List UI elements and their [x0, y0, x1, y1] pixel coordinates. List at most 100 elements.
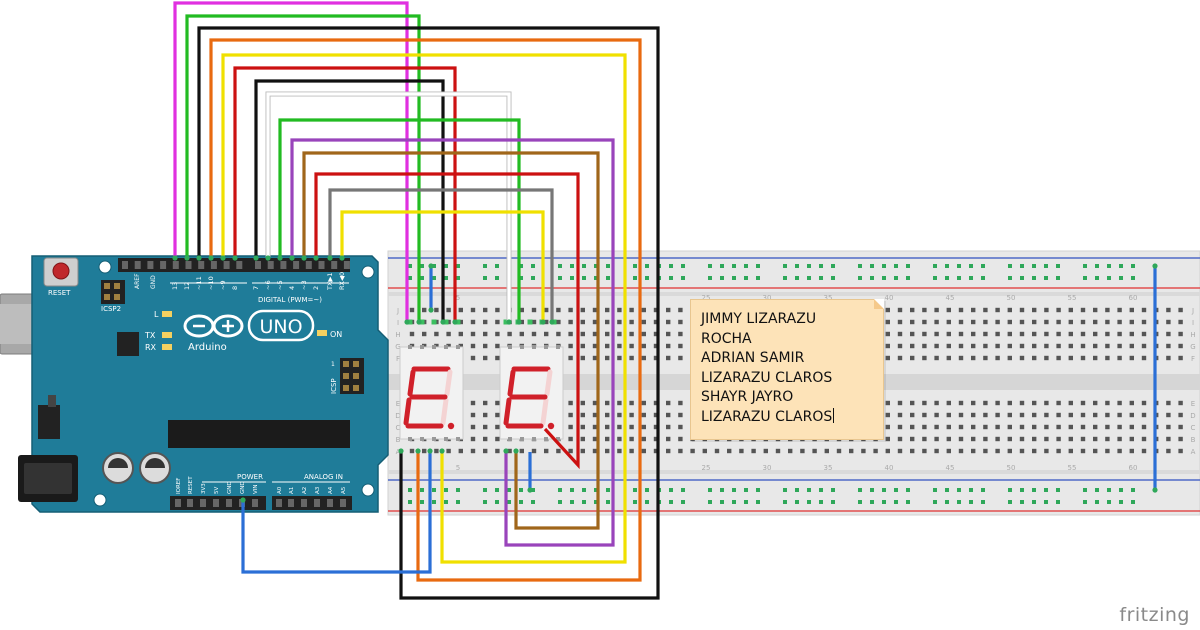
breadboard-hole[interactable]: [458, 319, 463, 325]
breadboard-hole[interactable]: [605, 307, 610, 313]
breadboard-hole[interactable]: [605, 448, 610, 454]
wire[interactable]: [185, 14, 421, 322]
breadboard-hole[interactable]: [1166, 319, 1171, 325]
breadboard-hole[interactable]: [592, 424, 598, 430]
breadboard-hole[interactable]: [568, 343, 573, 349]
rail-hole[interactable]: [720, 500, 724, 504]
rail-hole[interactable]: [831, 500, 835, 504]
breadboard-hole[interactable]: [629, 331, 634, 337]
breadboard-hole[interactable]: [470, 307, 476, 313]
rail-hole[interactable]: [669, 264, 673, 268]
breadboard-hole[interactable]: [422, 448, 427, 454]
breadboard-hole[interactable]: [1166, 424, 1171, 430]
breadboard-hole[interactable]: [922, 319, 927, 325]
breadboard-hole[interactable]: [495, 331, 500, 337]
breadboard-hole[interactable]: [1007, 343, 1012, 349]
wire-end[interactable]: [313, 255, 319, 261]
breadboard-hole[interactable]: [1178, 448, 1183, 454]
header-pin[interactable]: [305, 261, 312, 269]
breadboard-hole[interactable]: [446, 307, 451, 313]
breadboard-hole[interactable]: [1068, 412, 1073, 418]
breadboard-hole[interactable]: [1105, 436, 1110, 442]
breadboard-hole[interactable]: [678, 448, 683, 454]
breadboard-hole[interactable]: [568, 448, 573, 454]
breadboard-hole[interactable]: [897, 331, 903, 337]
breadboard-hole[interactable]: [995, 343, 1000, 349]
rail-hole[interactable]: [582, 264, 586, 268]
breadboard-hole[interactable]: [409, 448, 415, 454]
rail-hole[interactable]: [1044, 276, 1048, 280]
breadboard-hole[interactable]: [1056, 436, 1061, 442]
breadboard-hole[interactable]: [727, 448, 732, 454]
header-pin[interactable]: [280, 261, 287, 269]
breadboard-hole[interactable]: [1178, 424, 1183, 430]
breadboard-hole[interactable]: [946, 448, 951, 454]
breadboard-hole[interactable]: [1117, 343, 1122, 349]
breadboard-hole[interactable]: [714, 448, 720, 454]
rail-hole[interactable]: [756, 276, 760, 280]
breadboard-hole[interactable]: [580, 412, 585, 418]
breadboard-hole[interactable]: [422, 307, 427, 313]
rail-hole[interactable]: [1056, 276, 1060, 280]
breadboard-hole[interactable]: [531, 319, 537, 325]
breadboard-hole[interactable]: [470, 319, 476, 325]
header-pin[interactable]: [318, 261, 325, 269]
breadboard-hole[interactable]: [666, 319, 671, 325]
breadboard-hole[interactable]: [568, 436, 573, 442]
breadboard-hole[interactable]: [1117, 400, 1122, 406]
wire-end[interactable]: [240, 497, 246, 503]
breadboard-hole[interactable]: [958, 424, 964, 430]
breadboard-hole[interactable]: [1178, 355, 1183, 361]
wire[interactable]: [254, 79, 445, 322]
breadboard-hole[interactable]: [910, 448, 915, 454]
rail-hole[interactable]: [420, 276, 424, 280]
breadboard-hole[interactable]: [666, 307, 671, 313]
wire-end[interactable]: [549, 319, 555, 325]
power-pin[interactable]: [252, 499, 258, 507]
wire[interactable]: [241, 451, 432, 574]
rail-hole[interactable]: [1119, 500, 1123, 504]
breadboard-hole[interactable]: [1129, 319, 1134, 325]
breadboard-hole[interactable]: [1117, 331, 1122, 337]
wire-end[interactable]: [265, 255, 271, 261]
breadboard-hole[interactable]: [1105, 412, 1110, 418]
breadboard-hole[interactable]: [958, 355, 964, 361]
breadboard-hole[interactable]: [934, 424, 939, 430]
breadboard-hole[interactable]: [580, 400, 585, 406]
breadboard-hole[interactable]: [1068, 355, 1073, 361]
rail-hole[interactable]: [495, 488, 499, 492]
breadboard-hole[interactable]: [470, 436, 476, 442]
breadboard-hole[interactable]: [788, 448, 793, 454]
breadboard-hole[interactable]: [483, 331, 488, 337]
breadboard-hole[interactable]: [653, 343, 659, 349]
breadboard-hole[interactable]: [1105, 355, 1110, 361]
wire-end[interactable]: [327, 255, 333, 261]
breadboard-hole[interactable]: [1166, 331, 1171, 337]
breadboard-hole[interactable]: [910, 343, 915, 349]
breadboard-hole[interactable]: [1056, 343, 1061, 349]
breadboard-hole[interactable]: [1178, 400, 1183, 406]
header-pin[interactable]: [134, 261, 141, 269]
wire-end[interactable]: [1152, 263, 1158, 269]
breadboard-hole[interactable]: [934, 436, 939, 442]
breadboard-hole[interactable]: [1105, 400, 1110, 406]
breadboard-hole[interactable]: [556, 319, 561, 325]
rail-hole[interactable]: [831, 264, 835, 268]
rail-hole[interactable]: [981, 264, 985, 268]
rail-hole[interactable]: [732, 500, 736, 504]
breadboard-hole[interactable]: [592, 355, 598, 361]
breadboard-hole[interactable]: [617, 355, 622, 361]
wire-end[interactable]: [516, 319, 522, 325]
breadboard-hole[interactable]: [1117, 412, 1122, 418]
breadboard-hole[interactable]: [617, 412, 622, 418]
breadboard-hole[interactable]: [1093, 448, 1098, 454]
breadboard-hole[interactable]: [495, 448, 500, 454]
breadboard-hole[interactable]: [1080, 448, 1086, 454]
rail-hole[interactable]: [933, 276, 937, 280]
breadboard-hole[interactable]: [1129, 436, 1134, 442]
breadboard-hole[interactable]: [983, 436, 988, 442]
breadboard-hole[interactable]: [934, 355, 939, 361]
rail-hole[interactable]: [894, 276, 898, 280]
analog-pin[interactable]: [276, 499, 282, 507]
breadboard-hole[interactable]: [483, 400, 488, 406]
